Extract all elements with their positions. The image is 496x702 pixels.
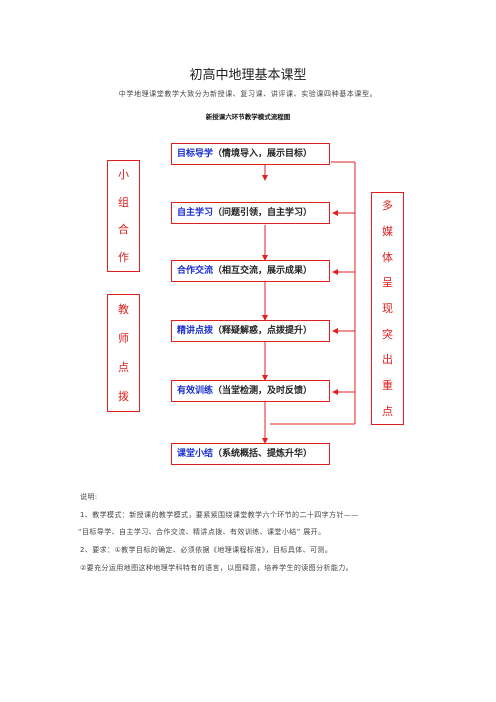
step-3: 合作交流（相互交流，展示成果）	[171, 260, 330, 282]
step-4: 精讲点拨（释疑解惑，点拨提升）	[171, 320, 330, 342]
intro-paragraph: 中学地理课堂教学大致分为新授课、复习课、讲评课、实验课四种基本课型。	[118, 90, 378, 98]
page-title: 初高中地理基本课型	[189, 68, 307, 83]
multimedia-box: 多媒体呈现突出重点	[371, 192, 404, 425]
notes-line-4: ②要充分运用地图这种地理学科特有的语言，以图释意，培养学生的读图分析能力。	[80, 564, 354, 572]
notes-label: 说明:	[80, 493, 98, 501]
teacher-guidance-box: 教师点拨	[107, 294, 140, 412]
step-5: 有效训练（当堂检测，及时反馈）	[171, 380, 330, 402]
flowchart-title: 新授课六环节教学模式流程图	[205, 113, 291, 121]
notes-line-1: 1、教学模式：新授课的教学模式，要紧紧围绕课堂教学六个环节的二十四字方针——	[80, 511, 359, 519]
notes-line-3: 2、要求：①教学目标的确定、必须依据《地理课程标准》，目标具体、可测。	[80, 546, 333, 554]
step-6: 课堂小结（系统概括、提炼升华）	[171, 443, 330, 465]
step-2: 自主学习（问题引领，自主学习）	[171, 202, 330, 224]
step-1: 目标导学（情境导入，展示目标）	[171, 143, 330, 165]
group-cooperation-box: 小组合作	[107, 160, 140, 272]
notes-line-2: “目标导学、自主学习、合作交流、精讲点拨、有效训练、课堂小结” 展开。	[78, 528, 326, 536]
